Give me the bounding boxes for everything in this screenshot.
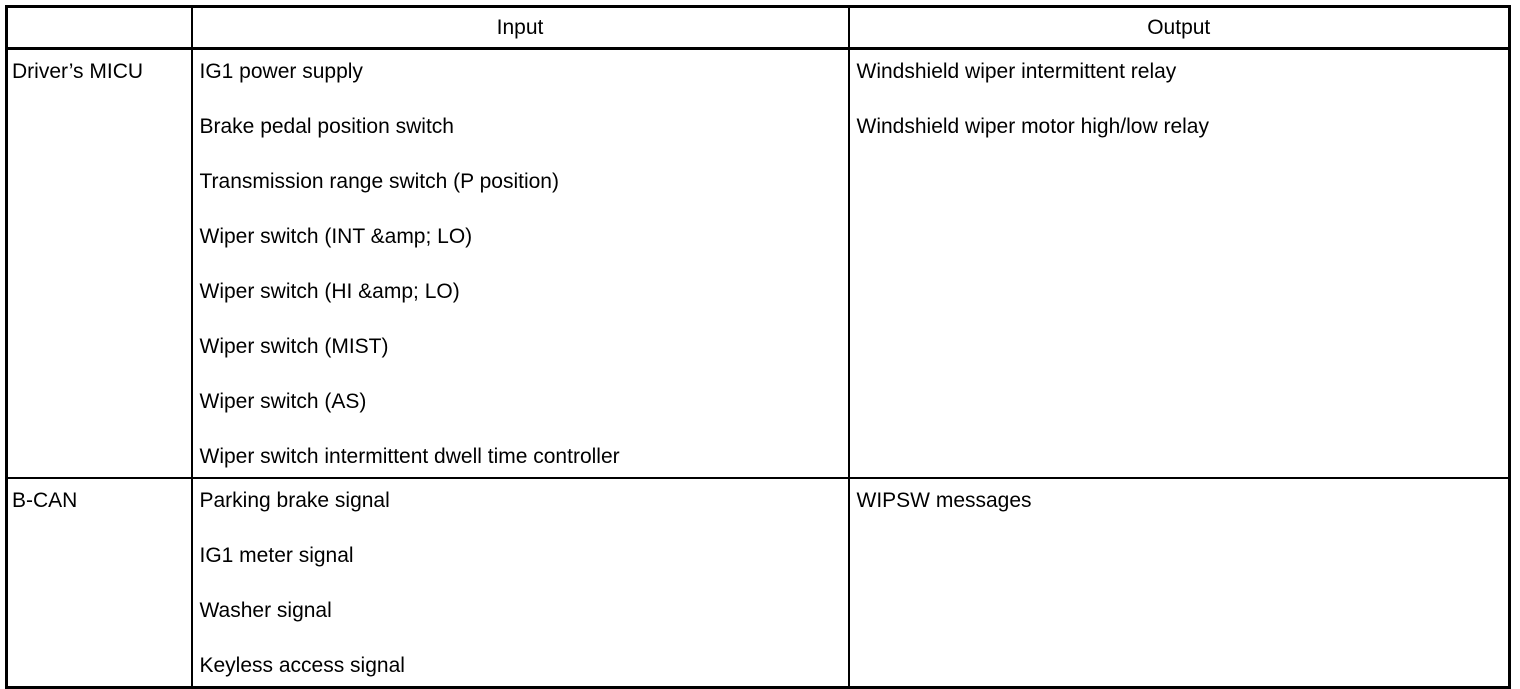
- list-item: IG1 meter signal: [199, 544, 354, 567]
- list-item: Windshield wiper motor high/low relay: [856, 115, 1209, 138]
- output-list-bcan: WIPSW messages: [850, 479, 1509, 681]
- list-item: Wiper switch (INT &amp; LO): [199, 225, 473, 248]
- input-list-micu: IG1 power supply Brake pedal position sw…: [193, 50, 848, 477]
- table-row: B-CAN Parking brake signal IG1 meter sig…: [5, 478, 1511, 689]
- list-item: Parking brake signal: [199, 489, 390, 512]
- table-header-row: Input Output: [5, 5, 1511, 50]
- list-item: Wiper switch (AS): [199, 390, 367, 413]
- page-canvas: Input Output Driver’s MICU IG1 power sup…: [5, 5, 1511, 689]
- list-item: Wiper switch intermittent dwell time con…: [199, 445, 620, 468]
- cell-module-micu: Driver’s MICU: [5, 48, 193, 479]
- column-header-input: Input: [191, 5, 850, 50]
- table-header: Input Output: [5, 5, 1511, 50]
- column-header-module: [5, 5, 193, 50]
- table-body: Driver’s MICU IG1 power supply Brake ped…: [5, 48, 1511, 689]
- list-item: Keyless access signal: [199, 654, 405, 677]
- list-item: Wiper switch (HI &amp; LO): [199, 280, 460, 303]
- input-output-table: Input Output Driver’s MICU IG1 power sup…: [5, 5, 1511, 689]
- list-item: IG1 power supply: [199, 60, 363, 83]
- output-list-micu: Windshield wiper intermittent relay Wind…: [850, 50, 1509, 468]
- cell-input-bcan: Parking brake signal IG1 meter signal Wa…: [191, 478, 850, 689]
- table-row: Driver’s MICU IG1 power supply Brake ped…: [5, 48, 1511, 479]
- cell-output-micu: Windshield wiper intermittent relay Wind…: [848, 48, 1511, 479]
- input-list-bcan: Parking brake signal IG1 meter signal Wa…: [193, 479, 848, 686]
- list-item: Wiper switch (MIST): [199, 335, 389, 358]
- list-item: Windshield wiper intermittent relay: [856, 60, 1177, 83]
- list-item: Transmission range switch (P position): [199, 170, 559, 193]
- list-item: Washer signal: [199, 599, 332, 622]
- cell-output-bcan: WIPSW messages: [848, 478, 1511, 689]
- module-label-bcan: B-CAN: [12, 489, 78, 512]
- column-header-output: Output: [848, 5, 1511, 50]
- list-item: Brake pedal position switch: [199, 115, 454, 138]
- list-item: WIPSW messages: [856, 489, 1032, 512]
- cell-input-micu: IG1 power supply Brake pedal position sw…: [191, 48, 850, 479]
- module-label-micu: Driver’s MICU: [12, 60, 144, 83]
- cell-module-bcan: B-CAN: [5, 478, 193, 689]
